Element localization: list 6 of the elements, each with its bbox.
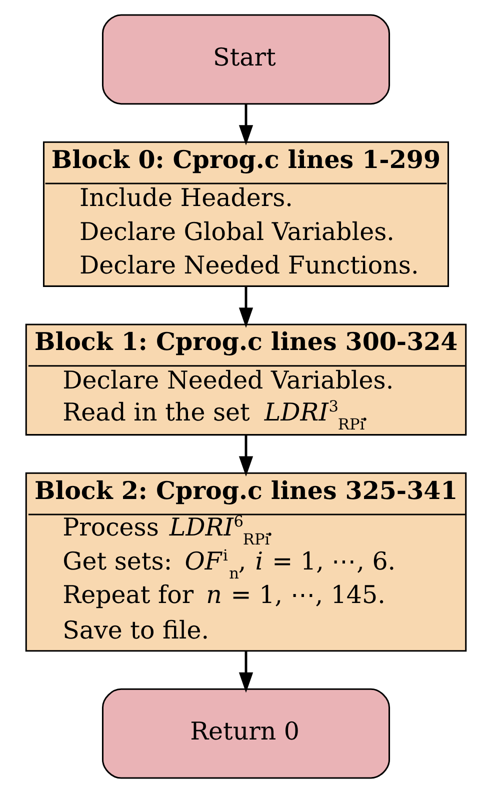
arrow xyxy=(238,434,253,477)
node-box: Return 0 xyxy=(101,688,390,779)
node-box: Start xyxy=(101,14,390,105)
arrow xyxy=(238,104,253,146)
arrow xyxy=(238,651,253,693)
arrow xyxy=(238,286,253,328)
